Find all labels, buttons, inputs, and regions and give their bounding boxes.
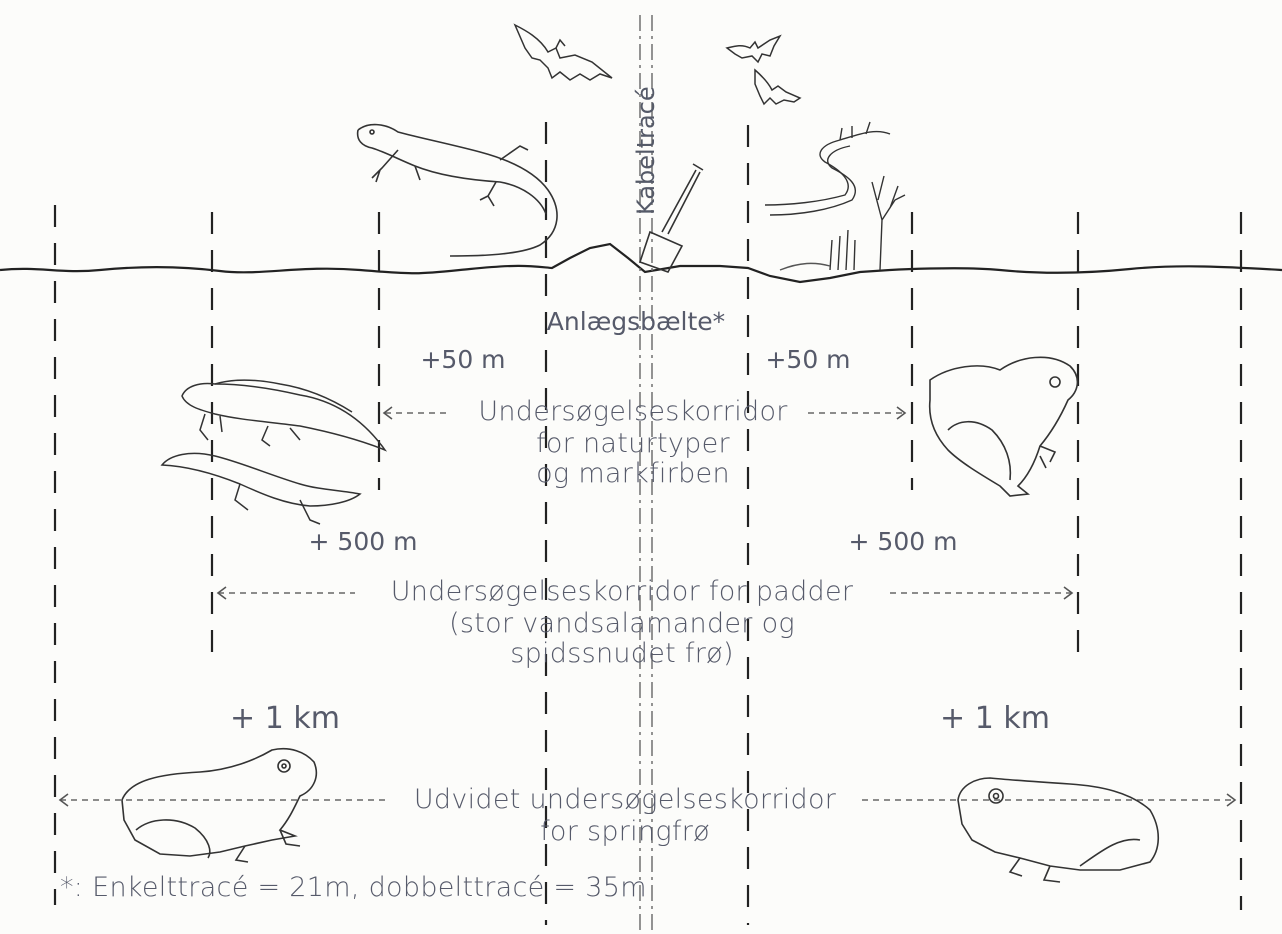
frog-icon <box>958 778 1158 882</box>
corridor-springfroe-line1: Udvidet undersøgelseskorridor <box>414 784 836 815</box>
corridor-springfroe-line2: for springfrø <box>540 816 710 847</box>
distance-1km-left: + 1 km <box>230 702 340 737</box>
newt-icon <box>162 380 385 524</box>
corridor-padder-line1: Undersøgelseskorridor for padder <box>391 576 854 607</box>
corridor-naturtyper-line1: Undersøgelseskorridor <box>478 396 787 427</box>
distance-1km-right: + 1 km <box>940 702 1050 737</box>
bat-icon <box>515 25 612 80</box>
corridor-padder-line2: (stor vandsalamander og <box>449 608 795 639</box>
cable-trace-label: Kabeltracé <box>632 86 660 215</box>
bat-icon <box>727 36 800 104</box>
distance-500m-left: + 500 m <box>309 528 418 557</box>
wetland-icon <box>765 122 905 270</box>
corridor-naturtyper-line2: for naturtyper <box>536 428 730 459</box>
distance-50m-right: +50 m <box>765 346 850 375</box>
distance-50m-left: +50 m <box>420 346 505 375</box>
footnote: *: Enkelttracé = 21m, dobbelttracé = 35m <box>60 872 647 903</box>
distance-500m-right: + 500 m <box>849 528 958 557</box>
lizard-icon <box>358 125 557 256</box>
frog-icon <box>122 749 316 862</box>
toad-icon <box>930 357 1078 496</box>
corridor-padder-line3: spidssnudet frø) <box>510 638 734 669</box>
corridor-naturtyper-line3: og markfirben <box>536 458 730 489</box>
construction-belt-label: Anlægsbælte* <box>547 308 725 337</box>
